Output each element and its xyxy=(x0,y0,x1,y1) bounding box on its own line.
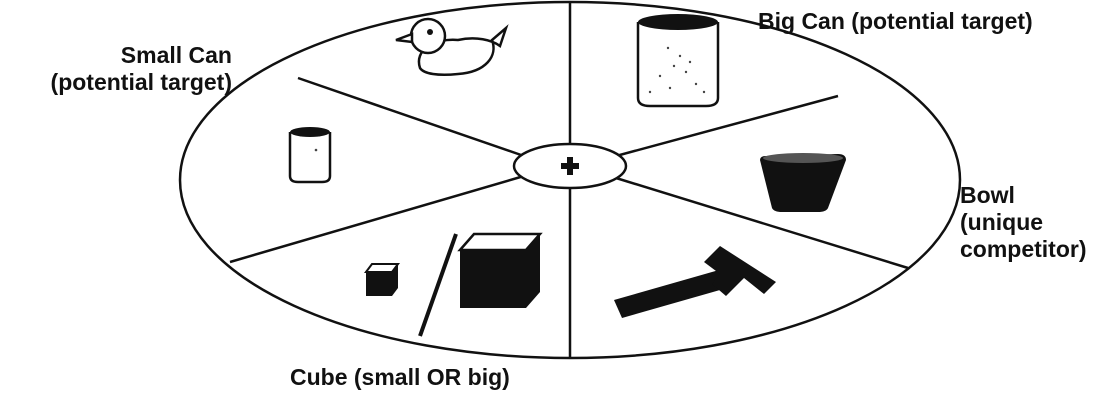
small-can-label: Small Can (potential target) xyxy=(0,42,232,96)
divider-lower-left xyxy=(229,174,525,264)
small-can-label-line1: Small Can xyxy=(120,42,232,68)
small-can-label-line2: (potential target) xyxy=(50,69,232,95)
big-cube-icon xyxy=(457,232,543,308)
divider-upper-right xyxy=(615,94,839,158)
cube-label-line1: Cube (small OR big) xyxy=(290,364,510,390)
small-can-icon xyxy=(288,127,332,184)
big-can-label: Big Can (potential target) xyxy=(758,8,1033,35)
cube-label: Cube (small OR big) xyxy=(290,364,510,391)
big-can-icon xyxy=(636,14,720,108)
or-slash xyxy=(418,233,458,337)
duck-icon xyxy=(395,17,509,76)
sector-dividers xyxy=(229,2,909,358)
bowl-label-line1: Bowl xyxy=(960,182,1015,208)
bowl-label: Bowl (unique competitor) xyxy=(960,182,1087,263)
hammer-icon xyxy=(614,246,776,318)
divider-lower-right xyxy=(615,176,909,270)
bowl-label-line3: competitor) xyxy=(960,236,1087,262)
big-can-label-line1: Big Can (potential target) xyxy=(758,8,1033,34)
small-cube-icon xyxy=(364,263,400,296)
fixation-cross-icon xyxy=(561,157,579,175)
bowl-icon xyxy=(760,153,846,212)
divider-upper-left xyxy=(297,76,525,158)
bowl-label-line2: (unique xyxy=(960,209,1044,235)
